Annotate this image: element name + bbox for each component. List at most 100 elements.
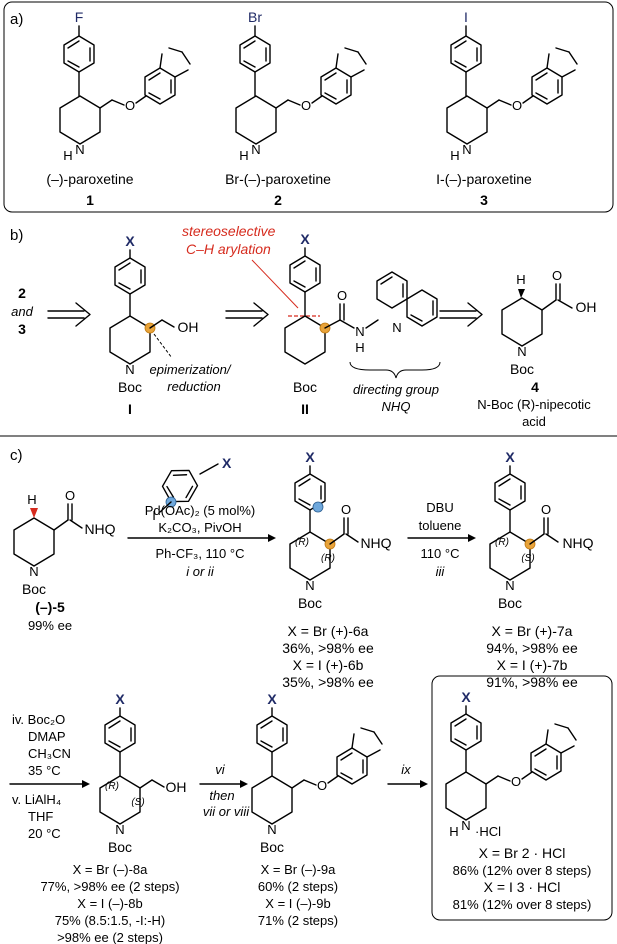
svg-text:N: N — [461, 818, 470, 833]
svg-text:94%, >98% ee: 94%, >98% ee — [486, 640, 578, 656]
svg-text:X: X — [305, 449, 315, 465]
svg-text:Ph-CF₃, 110 °C: Ph-CF₃, 110 °C — [155, 546, 244, 561]
compound-name-3: I-(–)-paroxetine — [436, 171, 532, 187]
svg-text:ix: ix — [401, 762, 411, 777]
intermediate-I-structure: X OH N Boc epimerization/ reduction I — [109, 233, 232, 417]
substituent-br: Br — [248, 9, 262, 25]
svg-text:(S): (S) — [131, 797, 144, 808]
svg-text:·HCl: ·HCl — [475, 824, 501, 839]
svg-text:>98% ee (2 steps): >98% ee (2 steps) — [57, 930, 163, 944]
final-product-box: X O N H ·HCl X = Br 2 · HCl 86% (12% ove… — [431, 675, 613, 921]
svg-text:N: N — [462, 142, 471, 157]
svg-text:CH₃CN: CH₃CN — [28, 746, 71, 761]
svg-text:OH: OH — [576, 299, 597, 315]
svg-text:NHQ: NHQ — [360, 535, 391, 551]
svg-text:Boc: Boc — [293, 379, 317, 395]
compound-number-1: 1 — [86, 192, 94, 208]
svg-text:toluene: toluene — [419, 518, 462, 533]
svg-text:Boc: Boc — [298, 595, 322, 611]
reaction-arrow-1: Pd(OAc)₂ (5 mol%) K₂CO₃, PivOH Ph-CF₃, 1… — [127, 503, 276, 579]
svg-text:X: X — [267, 691, 277, 707]
panel-c: c) H O NHQ N Boc (–)-5 99% ee X I — [9, 447, 613, 944]
svg-text:X = I (–)-9b: X = I (–)-9b — [265, 896, 330, 911]
svg-text:H: H — [239, 148, 248, 163]
svg-text:71% (2 steps): 71% (2 steps) — [258, 913, 338, 928]
compound-name-2: Br-(–)-paroxetine — [225, 171, 331, 187]
svg-text:X = I (+)-7b: X = I (+)-7b — [497, 657, 568, 673]
svg-text:O: O — [541, 502, 551, 517]
substituent-i: I — [464, 9, 468, 25]
svg-text:3: 3 — [18, 321, 26, 337]
svg-text:N: N — [305, 578, 314, 593]
svg-text:86% (12% over 8 steps): 86% (12% over 8 steps) — [453, 863, 592, 878]
svg-text:epimerization/: epimerization/ — [150, 362, 232, 377]
compound-number-3: 3 — [480, 192, 488, 208]
svg-text:NHQ: NHQ — [562, 535, 593, 551]
svg-text:H: H — [27, 492, 36, 507]
svg-text:X = Br (+)-7a: X = Br (+)-7a — [492, 623, 573, 639]
svg-text:O: O — [125, 98, 135, 113]
aryl-iodide-reagent: X I — [152, 455, 232, 523]
product-6-structure: X O NHQ (R) (R) N Boc X = Br (+)-6a 36%,… — [282, 449, 391, 690]
nipecotic-acid-structure: H O OH N Boc 4 N-Boc (R)-nipecotic acid — [477, 268, 596, 429]
svg-text:X = Br 2 · HCl: X = Br 2 · HCl — [479, 845, 566, 861]
svg-text:X = I (–)-8b: X = I (–)-8b — [77, 896, 142, 911]
svg-text:N: N — [505, 578, 514, 593]
svg-text:20 °C: 20 °C — [28, 826, 61, 841]
svg-text:H: H — [450, 148, 459, 163]
svg-text:91%, >98% ee: 91%, >98% ee — [486, 674, 578, 690]
svg-text:O: O — [337, 288, 347, 303]
substituent-f: F — [75, 9, 84, 25]
panel-b-label: b) — [10, 227, 23, 244]
product-9-structure: X O N Boc X = Br (–)-9a 60% (2 steps) X … — [251, 691, 383, 928]
svg-text:X: X — [125, 233, 135, 249]
svg-text:(R): (R) — [495, 537, 509, 548]
svg-text:N: N — [267, 822, 276, 837]
panel-a-border — [3, 1, 614, 213]
svg-text:N: N — [29, 564, 38, 579]
svg-text:H: H — [516, 272, 525, 287]
paroxetine-structure-1: F O N H (–)-paroxetine 1 — [46, 9, 191, 208]
svg-text:2: 2 — [18, 285, 26, 301]
svg-text:X: X — [222, 455, 232, 471]
svg-text:N: N — [75, 142, 84, 157]
svg-text:X = I (+)-6b: X = I (+)-6b — [293, 657, 364, 673]
svg-text:N-Boc (R)-nipecotic: N-Boc (R)-nipecotic — [477, 397, 591, 412]
svg-text:(R): (R) — [105, 781, 119, 792]
paroxetine-structure-3: I O N H I-(–)-paroxetine 3 — [436, 9, 578, 208]
retro-arrow-1 — [47, 302, 91, 327]
svg-text:DBU: DBU — [426, 500, 453, 515]
svg-text:X: X — [505, 449, 515, 465]
svg-text:NHQ: NHQ — [382, 399, 411, 414]
svg-text:(R): (R) — [321, 553, 335, 564]
svg-text:vi: vi — [215, 762, 226, 777]
svg-text:reduction: reduction — [167, 379, 220, 394]
svg-text:O: O — [317, 778, 327, 793]
svg-text:(R): (R) — [295, 537, 309, 548]
svg-text:iv. Boc₂O: iv. Boc₂O — [12, 712, 65, 727]
svg-text:O: O — [341, 502, 351, 517]
paroxetine-structure-2: Br O N H Br-(–)-paroxetine 2 — [225, 9, 367, 208]
svg-text:Boc: Boc — [22, 581, 46, 597]
intermediate-II-structure: stereoselective C–H arylation X O N H N … — [182, 223, 441, 417]
svg-text:35 °C: 35 °C — [28, 763, 61, 778]
compound-5-label: (–)-5 — [35, 599, 65, 615]
svg-text:N: N — [251, 142, 260, 157]
intermediate-II-label: II — [301, 401, 309, 417]
svg-text:X: X — [115, 691, 125, 707]
product-8-structure: X OH (R) (S) N Boc X = Br (–)-8a 77%, >9… — [40, 691, 186, 944]
svg-text:O: O — [552, 268, 562, 283]
svg-text:iii: iii — [436, 564, 446, 579]
svg-text:THF: THF — [28, 809, 53, 824]
svg-text:NHQ: NHQ — [84, 521, 115, 537]
svg-text:O: O — [301, 98, 311, 113]
svg-text:(S): (S) — [521, 553, 534, 564]
svg-text:Boc: Boc — [260, 839, 284, 855]
svg-text:75% (8.5:1.5, -I:-H): 75% (8.5:1.5, -I:-H) — [55, 913, 166, 928]
svg-text:N: N — [517, 344, 526, 359]
svg-text:X = Br (–)-9a: X = Br (–)-9a — [261, 862, 337, 877]
svg-text:O: O — [512, 98, 522, 113]
svg-text:K₂CO₃, PivOH: K₂CO₃, PivOH — [158, 520, 241, 535]
svg-text:X: X — [461, 689, 471, 705]
